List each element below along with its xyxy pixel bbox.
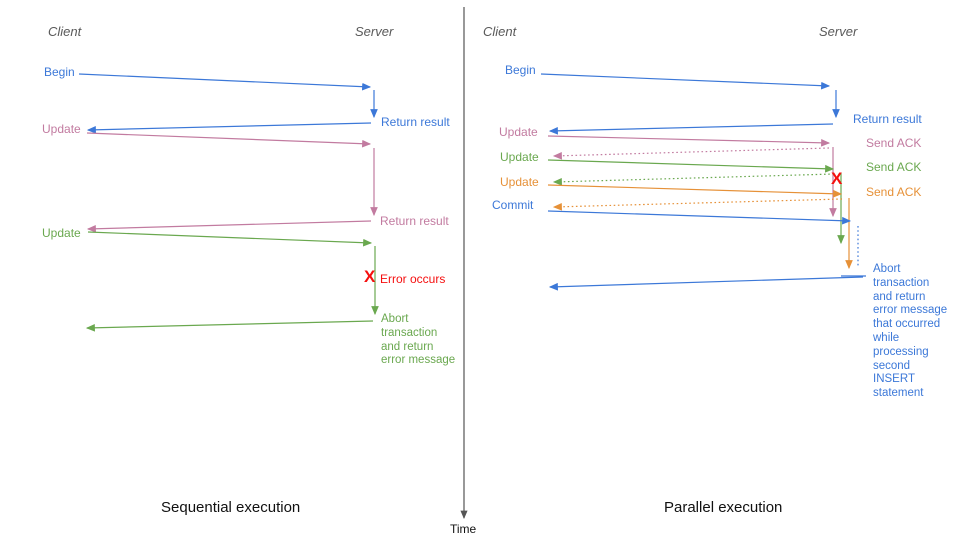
seq-update2-request-arrow [87,231,373,247]
seq-update2-label: Update [42,226,81,240]
par-error-x-icon: X [831,169,843,188]
par-begin-return-arrow [548,123,834,135]
par-begin-label: Begin [505,63,536,77]
seq-update1-return-label: Return result [380,214,449,228]
par-update1-ack-arrow [552,147,830,160]
par-commit-request-arrow [547,210,852,225]
seq-begin-return-label: Return result [381,115,450,129]
par-ack2-label: Send ACK [866,160,922,174]
par-update3-ack-arrow [552,198,843,211]
par-update1-request-arrow [547,135,831,147]
seq-error-x-icon: X [364,267,376,286]
seq-caption: Sequential execution [161,499,301,516]
seq-abort-message: Abort transaction and return error messa… [381,313,456,367]
par-ack3-label: Send ACK [866,185,922,199]
par-abort-return-arrow [548,276,864,291]
par-ack1-label: Send ACK [866,136,922,150]
par-begin-return-label: Return result [853,112,922,126]
par-update1-label: Update [499,125,538,139]
seq-update1-return-arrow [86,220,372,233]
seq-server-header: Server [355,24,394,39]
seq-begin-return-arrow [86,122,372,134]
par-commit-label: Commit [492,198,534,212]
seq-begin-request-arrow [78,73,372,91]
seq-client-header: Client [48,24,82,39]
par-update3-label: Update [500,175,539,189]
seq-update1-label: Update [42,122,81,136]
time-axis-label: Time [450,522,477,536]
seq-error-label: Error occurs [380,272,446,286]
par-abort-message: Abort transaction and return error messa… [873,263,948,400]
par-client-header: Client [483,24,517,39]
par-update2-label: Update [500,150,539,164]
par-begin-request-arrow [540,73,831,90]
seq-update1-request-arrow [86,132,372,148]
seq-begin-label: Begin [44,65,75,79]
par-caption: Parallel execution [664,499,783,516]
par-update2-ack-arrow [552,173,835,186]
par-server-header: Server [819,24,858,39]
seq-abort-return-arrow [85,320,374,332]
par-update2-request-arrow [547,159,835,173]
par-update3-request-arrow [547,184,843,198]
